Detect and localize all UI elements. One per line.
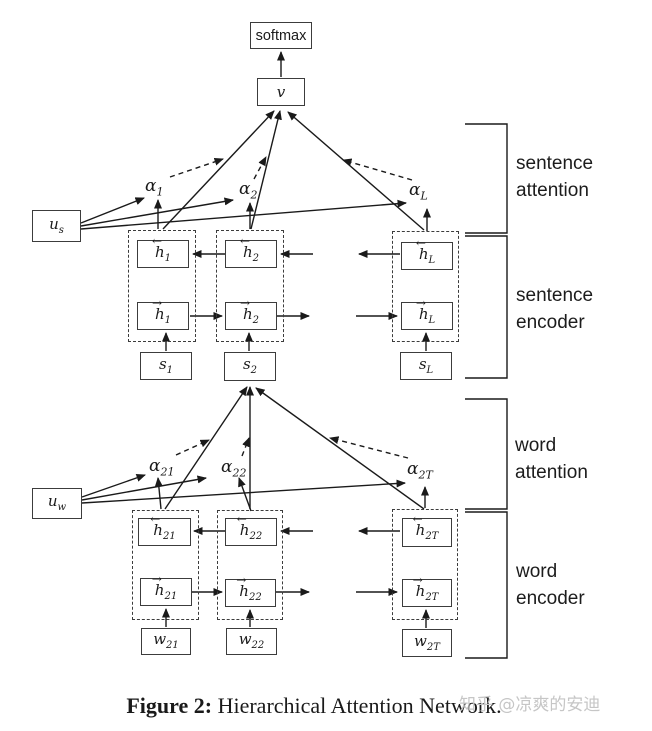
word-encoder-label: word encoder (516, 561, 585, 609)
right-arrow-icon: → (412, 572, 423, 587)
sentence-encoder-label: sentence encoder (516, 285, 594, 333)
left-arrow-icon: ← (150, 511, 160, 526)
alpha-2-label: α2 (239, 179, 258, 202)
h-back-1-box: ←h1 (137, 235, 189, 268)
sentence-col-1 (128, 230, 196, 342)
left-arrow-icon: ← (415, 235, 426, 250)
h-fwd-2-box: →h2 (225, 297, 277, 330)
figure-caption-number: Figure 2: (126, 693, 213, 718)
right-arrow-icon: → (236, 572, 246, 587)
w21-input-box: w21 (141, 628, 191, 655)
w22-input-box: w22 (226, 628, 277, 655)
v-label: v (276, 82, 286, 101)
h-back-22-box: ←h22 (225, 513, 277, 546)
word-col-1 (132, 510, 199, 620)
alpha-22-label: α22 (221, 457, 247, 480)
h-fwd-1-box: →h1 (137, 297, 189, 330)
h-back-L-box: ←hL (401, 237, 453, 270)
word-col-T (392, 509, 458, 620)
alpha-L-label: αL (409, 180, 428, 203)
h-fwd-2T-box: →h2T (402, 574, 452, 607)
alpha-21-label: α21 (149, 456, 175, 479)
right-arrow-icon: → (415, 295, 426, 310)
sentence-col-2 (216, 230, 284, 342)
sentence-attention-label: sentence attention (516, 153, 594, 201)
softmax-label: softmax (255, 27, 307, 44)
alpha-1-label: α1 (145, 176, 164, 199)
softmax-box: softmax (250, 22, 312, 49)
watermark: 知乎 @凉爽的安迪 (459, 695, 601, 715)
alpha-2T-label: α2T (407, 459, 433, 482)
h-fwd-21-box: →h21 (140, 573, 192, 606)
uw-label: uw (47, 492, 67, 513)
word-attention-label: word attention (515, 435, 588, 483)
h-fwd-22-box: →h22 (225, 574, 276, 607)
right-arrow-icon: → (151, 295, 162, 310)
v-box: v (257, 78, 305, 106)
h-fwd-L-box: →hL (401, 297, 453, 330)
right-arrow-icon: → (239, 295, 250, 310)
us-label: us (49, 214, 64, 236)
h-back-21-box: ←h21 (138, 513, 191, 546)
figure-caption: Figure 2: Hierarchical Attention Network… (126, 693, 501, 719)
right-arrow-icon: → (151, 571, 162, 586)
word-col-2 (217, 510, 283, 620)
us-context-box: us (32, 210, 81, 242)
figure-caption-text: Hierarchical Attention Network. (212, 693, 502, 718)
uw-context-box: uw (32, 488, 82, 519)
left-arrow-icon: ← (236, 511, 247, 526)
s2-input-box: s2 (224, 352, 276, 381)
s1-input-box: s1 (140, 352, 192, 380)
left-arrow-icon: ← (412, 512, 423, 526)
left-arrow-icon: ← (151, 233, 162, 248)
w2T-input-box: w2T (402, 629, 452, 657)
sL-input-box: sL (400, 352, 452, 380)
h-back-2-box: ←h2 (225, 235, 277, 268)
h-back-2T-box: ←h2T (402, 513, 452, 547)
left-arrow-icon: ← (239, 233, 250, 248)
sentence-col-L (392, 231, 459, 342)
